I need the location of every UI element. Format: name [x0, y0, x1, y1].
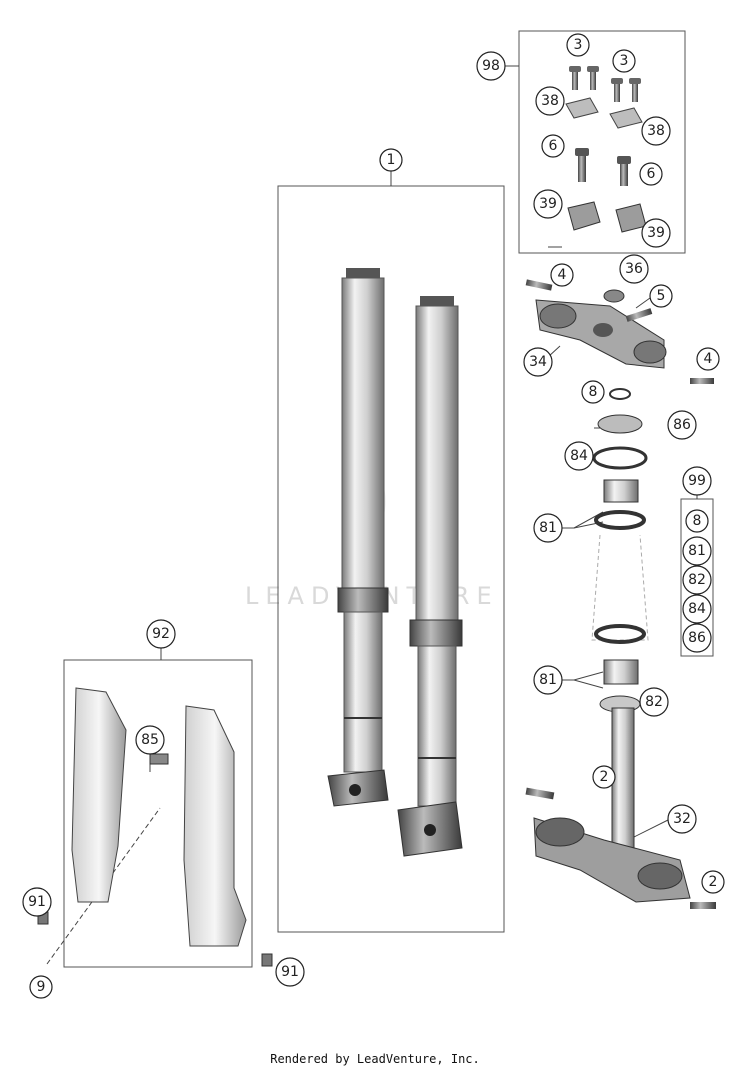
svg-text:34: 34	[529, 354, 547, 370]
callout-4a: 4	[550, 263, 574, 287]
callout-38a: 38	[535, 86, 565, 116]
callout-3b: 3	[612, 49, 636, 73]
bolt-3d	[629, 78, 641, 102]
callout-3a: 3	[566, 33, 590, 57]
callout-86a: 86	[667, 410, 697, 440]
fork-guards	[37, 687, 273, 967]
callout-8a: 8	[581, 380, 605, 404]
bolt-3c	[611, 78, 623, 102]
svg-text:82: 82	[688, 572, 706, 588]
svg-text:3: 3	[620, 53, 629, 69]
bolt-3b	[587, 66, 599, 90]
callout-92: 92	[146, 619, 176, 649]
svg-text:86: 86	[673, 417, 691, 433]
svg-text:4: 4	[704, 351, 713, 367]
svg-text:6: 6	[549, 138, 558, 154]
svg-text:84: 84	[688, 601, 706, 617]
callout-81c: 81	[533, 665, 563, 695]
guard-clip-85	[149, 753, 169, 765]
callout-39b: 39	[641, 218, 671, 248]
fork-guard-box	[63, 659, 253, 968]
callout-6b: 6	[639, 162, 663, 186]
svg-text:84: 84	[570, 448, 588, 464]
svg-text:38: 38	[541, 93, 559, 109]
svg-text:39: 39	[647, 225, 665, 241]
svg-text:81: 81	[688, 543, 706, 559]
svg-text:81: 81	[539, 672, 557, 688]
callout-1: 1	[379, 148, 403, 172]
footer-credit: Rendered by LeadVenture, Inc.	[270, 1052, 480, 1066]
svg-text:3: 3	[574, 37, 583, 53]
fork-assembly-box	[277, 185, 505, 933]
svg-text:38: 38	[647, 123, 665, 139]
svg-text:82: 82	[645, 694, 663, 710]
callout-34: 34	[523, 347, 553, 377]
callout-9: 9	[29, 975, 53, 999]
clamp-38a	[565, 97, 599, 119]
callout-91a: 91	[22, 887, 52, 917]
callout-36: 36	[619, 254, 649, 284]
svg-text:91: 91	[281, 964, 299, 980]
callout-98: 98	[476, 51, 506, 81]
clamp-38b	[609, 107, 643, 129]
svg-text:4: 4	[558, 267, 567, 283]
steering-bearings	[591, 388, 649, 713]
svg-text:92: 92	[152, 626, 170, 642]
svg-text:36: 36	[625, 261, 643, 277]
callout-81b: 81	[682, 536, 712, 566]
callout-81a: 81	[533, 513, 563, 543]
callout-82b: 82	[639, 687, 669, 717]
clamp-kit-box	[518, 30, 686, 254]
callout-2a: 2	[592, 765, 616, 789]
svg-text:2: 2	[709, 874, 718, 890]
callout-4b: 4	[696, 347, 720, 371]
svg-text:8: 8	[693, 513, 702, 529]
callout-2b: 2	[701, 870, 725, 894]
svg-text:9: 9	[37, 979, 46, 995]
callout-39a: 39	[533, 189, 563, 219]
svg-text:99: 99	[688, 473, 706, 489]
upper-triple-clamp	[525, 279, 714, 384]
callout-82a: 82	[682, 565, 712, 595]
svg-text:32: 32	[673, 811, 691, 827]
callout-85: 85	[135, 725, 165, 755]
svg-text:85: 85	[141, 732, 159, 748]
callout-84b: 84	[682, 594, 712, 624]
callout-86b: 86	[682, 623, 712, 653]
svg-text:6: 6	[647, 166, 656, 182]
bolt-3a	[569, 66, 581, 90]
callout-38b: 38	[641, 116, 671, 146]
clamp-kit-parts	[565, 66, 647, 233]
lower-triple-clamp	[525, 707, 716, 909]
callout-5: 5	[649, 284, 673, 308]
svg-text:91: 91	[28, 894, 46, 910]
svg-text:98: 98	[482, 58, 500, 74]
callout-8b: 8	[685, 509, 709, 533]
callout-91b: 91	[275, 957, 305, 987]
guard-bolt-91b	[261, 953, 273, 967]
svg-text:1: 1	[387, 152, 396, 168]
svg-text:5: 5	[657, 288, 666, 304]
svg-text:86: 86	[688, 630, 706, 646]
bolt-6a	[575, 148, 589, 182]
bolt-6b	[617, 156, 631, 186]
svg-text:81: 81	[539, 520, 557, 536]
callout-84a: 84	[564, 441, 594, 471]
svg-text:39: 39	[539, 196, 557, 212]
fork-guard-right	[183, 705, 247, 947]
svg-text:8: 8	[589, 384, 598, 400]
fork-leg-left	[327, 268, 389, 807]
fork-guard-left	[71, 687, 127, 903]
callout-99: 99	[682, 466, 712, 496]
svg-text:2: 2	[600, 769, 609, 785]
callout-6a: 6	[541, 134, 565, 158]
fork-leg-right	[397, 296, 463, 857]
riser-39b	[615, 203, 647, 233]
callout-32: 32	[667, 804, 697, 834]
riser-39a	[567, 201, 601, 231]
